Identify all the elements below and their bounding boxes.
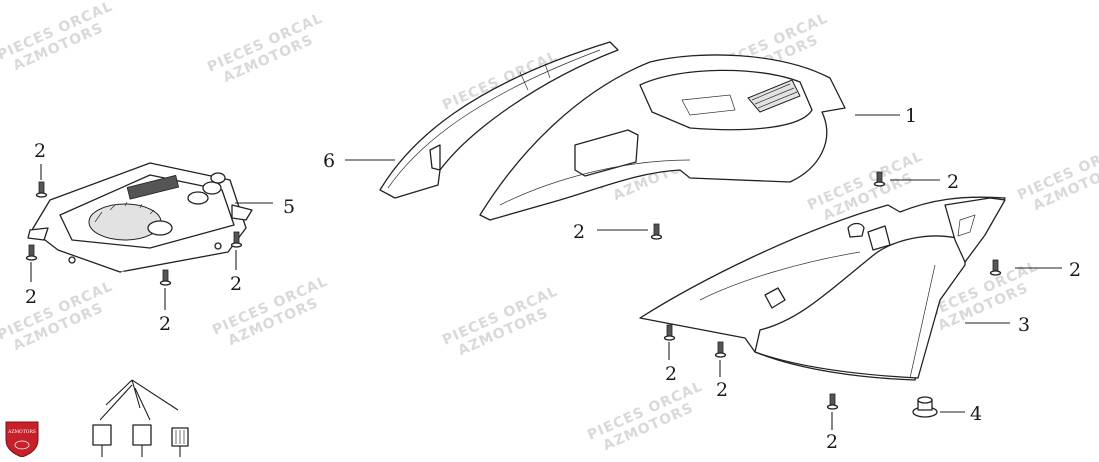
azmotors-logo: AZMOTORS	[5, 421, 39, 458]
callout-labels: 2 2 2 2 5 1 6 2 2 2 3 2 2 2 4	[25, 105, 1081, 453]
lower-cover-part	[639, 196, 1006, 381]
screw-item	[25, 244, 38, 261]
callout-screw: 2	[1069, 259, 1081, 281]
callout-speedometer: 5	[283, 196, 295, 218]
callout-screw: 2	[573, 221, 585, 243]
screw-item	[159, 269, 172, 286]
front-cover-part	[479, 54, 846, 221]
screw-item	[714, 341, 727, 358]
screw-item	[873, 171, 886, 187]
callout-screw: 2	[230, 273, 242, 295]
flange-nut-part	[912, 396, 938, 418]
callout-nut: 4	[970, 403, 982, 425]
screw-item	[230, 231, 243, 248]
callout-screw: 2	[826, 431, 838, 453]
logo-text: AZMOTORS	[7, 429, 36, 435]
callout-screw: 2	[665, 363, 677, 385]
visor-part	[379, 41, 619, 199]
screw-item	[650, 223, 663, 240]
screw-item	[826, 393, 839, 410]
leader-lines	[30, 114, 1062, 430]
screw-item	[35, 181, 48, 198]
callout-visor: 6	[323, 150, 335, 172]
callout-screw: 2	[159, 313, 171, 335]
screw-group	[25, 171, 1002, 410]
screw-item	[989, 259, 1002, 276]
callout-screw: 2	[25, 286, 37, 308]
callout-screw: 2	[716, 379, 728, 401]
callout-lower-cover: 3	[1018, 314, 1030, 336]
callout-screw: 2	[34, 140, 46, 162]
speedometer-assembly	[27, 162, 253, 457]
screw-item	[663, 324, 676, 341]
callout-front-cover: 1	[905, 105, 917, 127]
callout-screw: 2	[947, 171, 959, 193]
